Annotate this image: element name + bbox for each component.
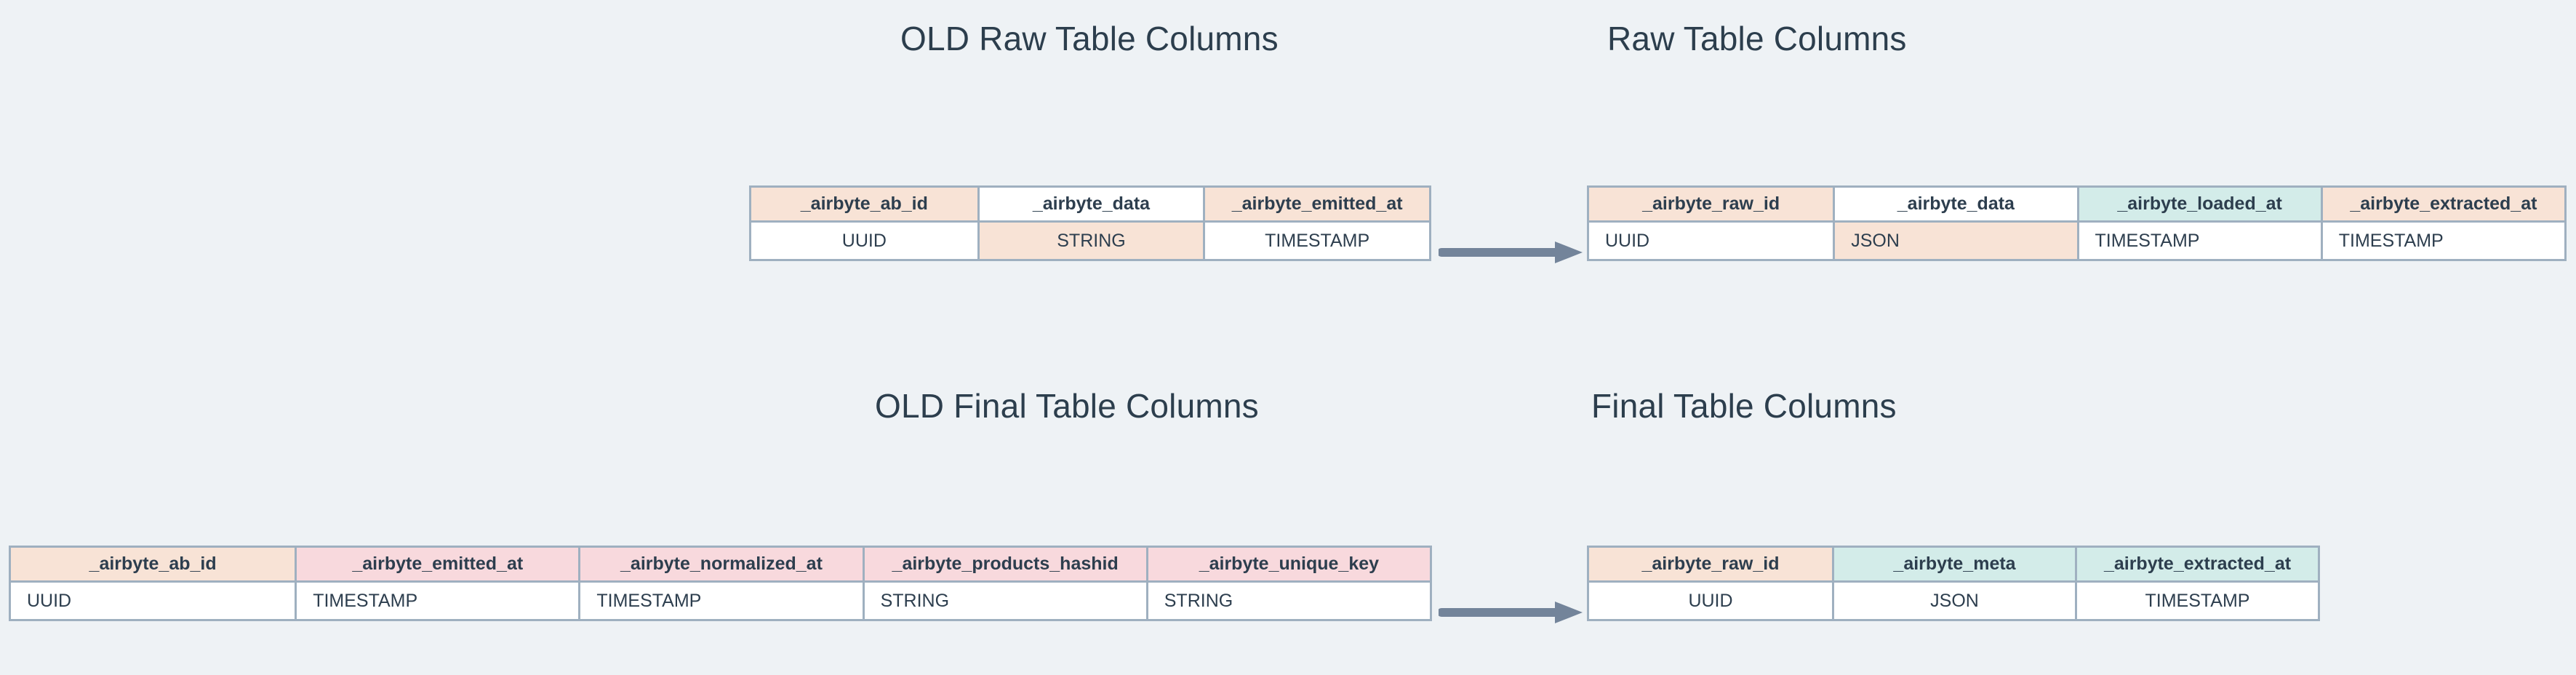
column-type-airbyte-extracted-at: TIMESTAMP (2075, 583, 2318, 619)
column-header-airbyte-loaded-at: _airbyte_loaded_at (2076, 188, 2321, 223)
column-type-airbyte-products-hashid: STRING (862, 583, 1146, 619)
old-final-table: _airbyte_ab_id_airbyte_emitted_at_airbyt… (9, 546, 1432, 621)
column-type-airbyte-ab-id: UUID (11, 583, 295, 619)
column-header-airbyte-raw-id: _airbyte_raw_id (1589, 548, 1832, 583)
final-transition-arrow-icon (1439, 602, 1583, 623)
column-header-airbyte-emitted-at: _airbyte_emitted_at (295, 548, 579, 583)
column-header-airbyte-data: _airbyte_data (1833, 188, 2077, 223)
table-header-row: _airbyte_raw_id_airbyte_data_airbyte_loa… (1589, 188, 2564, 223)
title-final-table: Final Table Columns (1591, 387, 1897, 425)
column-type-airbyte-extracted-at: TIMESTAMP (2320, 223, 2564, 259)
column-header-airbyte-unique-key: _airbyte_unique_key (1145, 548, 1430, 583)
column-type-airbyte-data: JSON (1833, 223, 2077, 259)
column-header-airbyte-raw-id: _airbyte_raw_id (1589, 188, 1833, 223)
old-raw-table: _airbyte_ab_id_airbyte_data_airbyte_emit… (749, 185, 1431, 261)
column-type-airbyte-data: STRING (977, 223, 1204, 259)
column-type-airbyte-emitted-at: TIMESTAMP (1203, 223, 1429, 259)
raw-transition-arrow-icon (1439, 241, 1583, 263)
title-old-raw-table: OLD Raw Table Columns (900, 20, 1279, 57)
column-header-airbyte-extracted-at: _airbyte_extracted_at (2075, 548, 2318, 583)
column-type-airbyte-meta: JSON (1832, 583, 2075, 619)
table-header-row: _airbyte_ab_id_airbyte_data_airbyte_emit… (751, 188, 1429, 223)
column-type-airbyte-unique-key: STRING (1145, 583, 1430, 619)
column-type-airbyte-loaded-at: TIMESTAMP (2076, 223, 2321, 259)
title-old-final-table: OLD Final Table Columns (875, 387, 1259, 425)
column-type-airbyte-raw-id: UUID (1589, 223, 1833, 259)
column-header-airbyte-data: _airbyte_data (977, 188, 1204, 223)
column-header-airbyte-meta: _airbyte_meta (1832, 548, 2075, 583)
column-type-airbyte-normalized-at: TIMESTAMP (578, 583, 863, 619)
column-header-airbyte-ab-id: _airbyte_ab_id (751, 188, 977, 223)
table-header-row: _airbyte_raw_id_airbyte_meta_airbyte_ext… (1589, 548, 2318, 583)
final-table: _airbyte_raw_id_airbyte_meta_airbyte_ext… (1587, 546, 2320, 621)
title-raw-table: Raw Table Columns (1607, 20, 1907, 57)
column-header-airbyte-normalized-at: _airbyte_normalized_at (578, 548, 863, 583)
column-type-airbyte-ab-id: UUID (751, 223, 977, 259)
raw-table: _airbyte_raw_id_airbyte_data_airbyte_loa… (1587, 185, 2567, 261)
column-header-airbyte-extracted-at: _airbyte_extracted_at (2320, 188, 2564, 223)
column-header-airbyte-emitted-at: _airbyte_emitted_at (1203, 188, 1429, 223)
table-header-row: _airbyte_ab_id_airbyte_emitted_at_airbyt… (11, 548, 1430, 583)
column-type-airbyte-emitted-at: TIMESTAMP (295, 583, 579, 619)
column-type-airbyte-raw-id: UUID (1589, 583, 1832, 619)
column-header-airbyte-ab-id: _airbyte_ab_id (11, 548, 295, 583)
column-header-airbyte-products-hashid: _airbyte_products_hashid (862, 548, 1146, 583)
